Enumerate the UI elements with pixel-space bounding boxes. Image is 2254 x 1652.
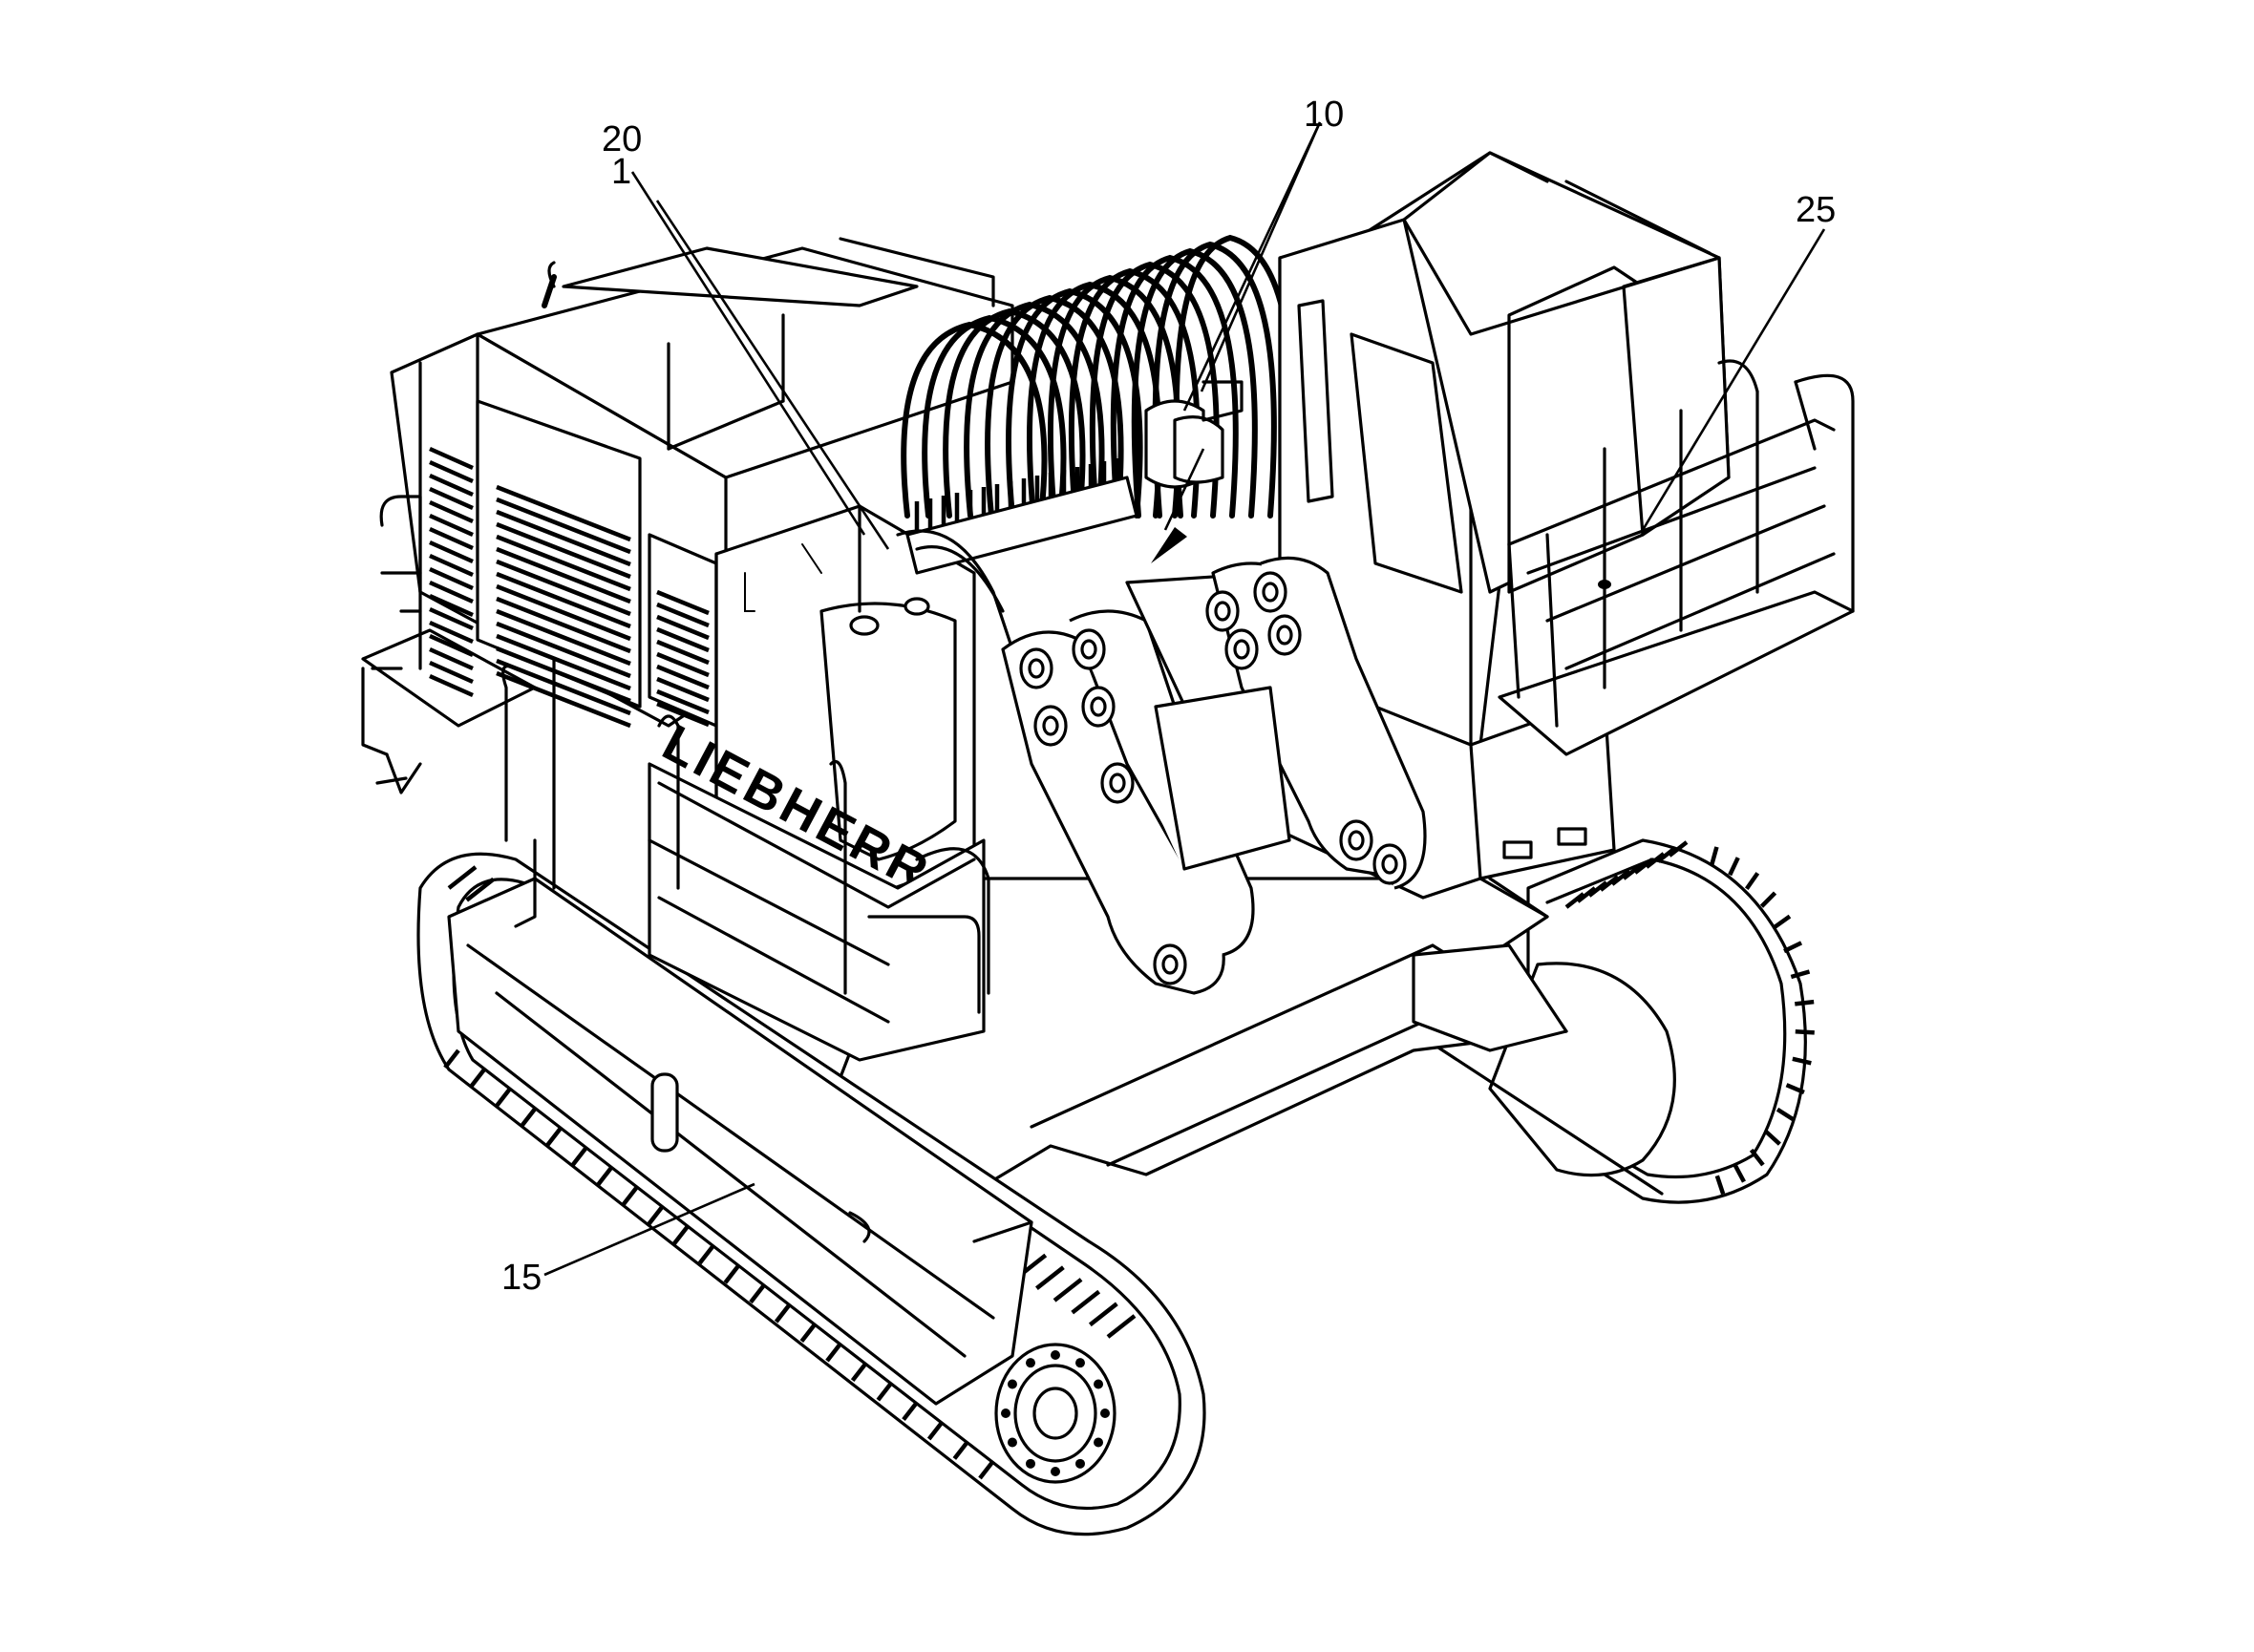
hydraulic-hose-bundle (896, 234, 1296, 651)
boom-foot-brackets (1001, 556, 1427, 995)
track-frame-slot (650, 1072, 679, 1153)
reference-label-10: 10 (1304, 95, 1344, 135)
cab-base-lamp-left (1502, 840, 1533, 859)
cab-door-window (1350, 332, 1463, 594)
cab-side-window (1297, 299, 1334, 503)
reference-label-20: 20 (602, 119, 642, 159)
left-crawler-track (416, 852, 1206, 1536)
cab-base-lamp-right (1557, 827, 1587, 846)
reference-label-1: 1 (611, 152, 631, 192)
drive-sprocket (994, 1343, 1116, 1484)
car-body-frame (819, 877, 1568, 1205)
reference-label-15: 15 (501, 1258, 542, 1298)
reference-label-25: 25 (1796, 190, 1836, 230)
engine-house: LIEBHERR (476, 237, 1014, 1062)
reference-labels: 20 1 10 25 15 (501, 95, 1836, 1298)
